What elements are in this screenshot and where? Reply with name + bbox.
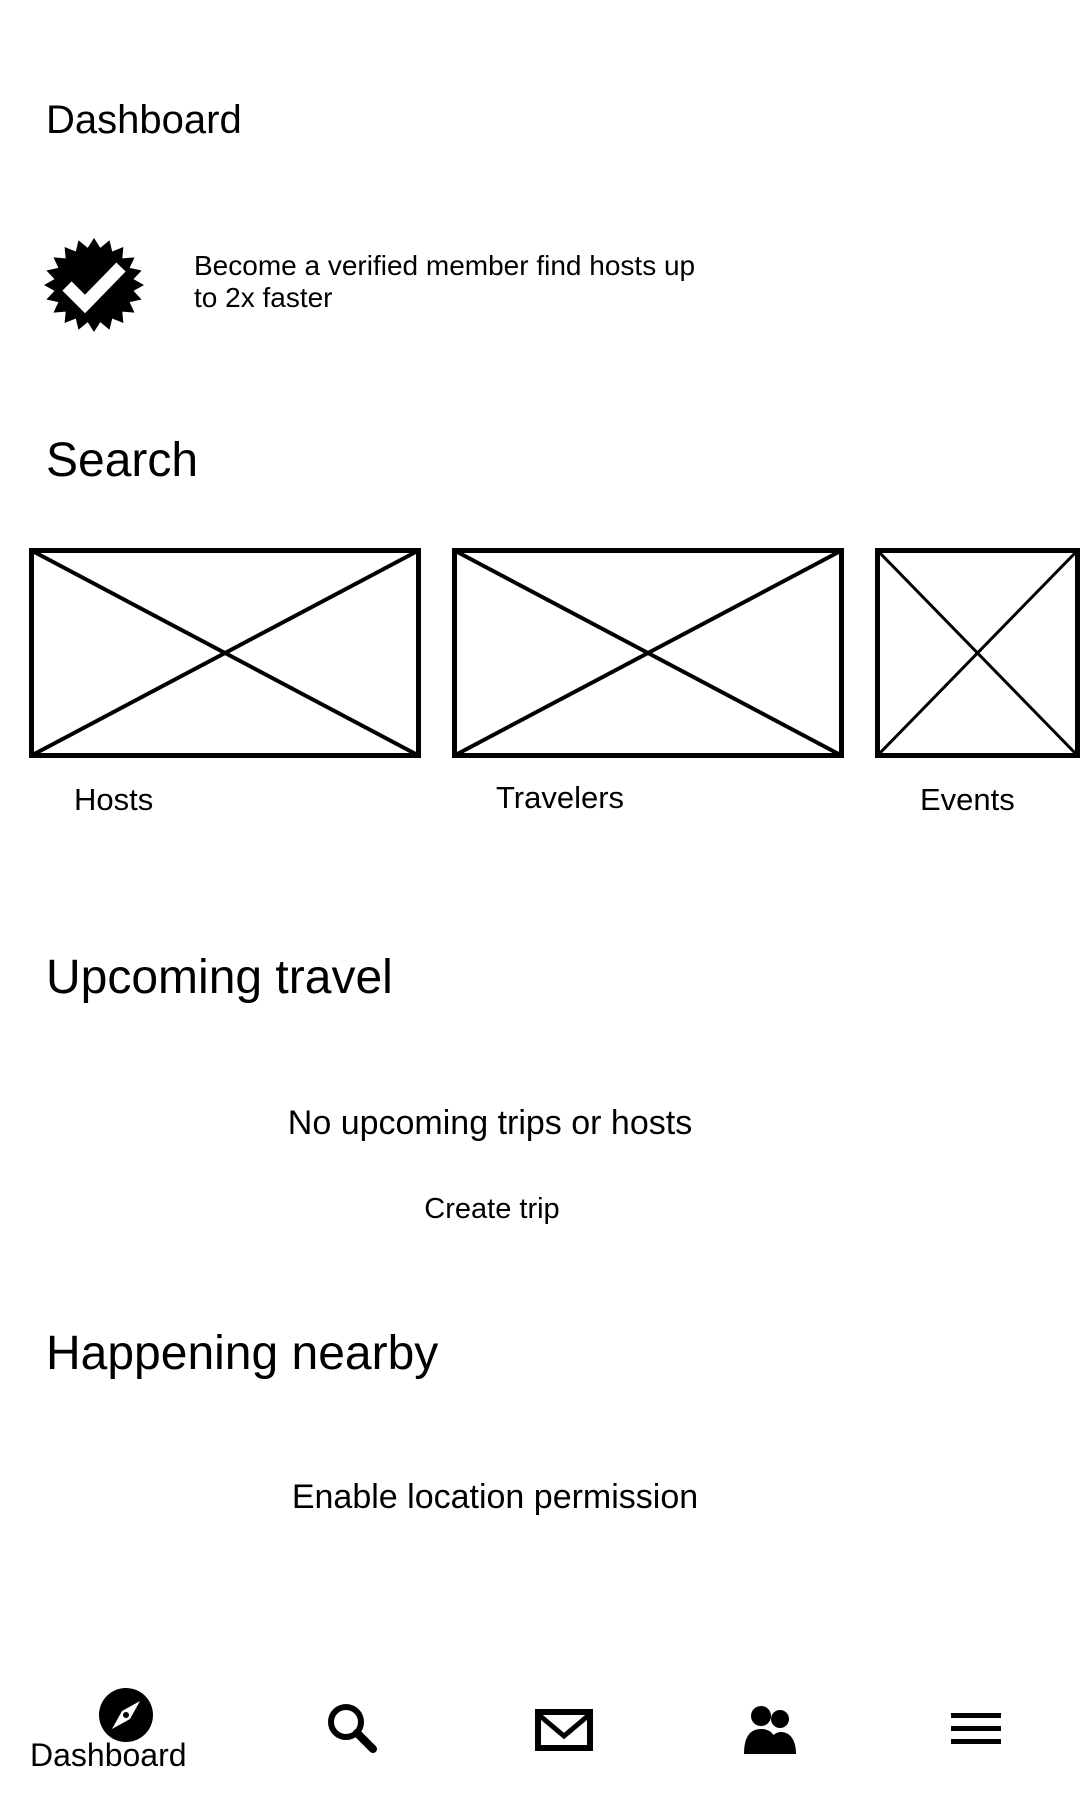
- nav-item-label: Dashboard: [30, 1737, 187, 1773]
- image-placeholder-icon: [452, 548, 844, 758]
- verification-line-1: Become a verified member find hosts up: [194, 250, 696, 281]
- empty-trips-message: No upcoming trips or hosts: [287, 1104, 693, 1142]
- search-card-travelers[interactable]: Travelers: [452, 548, 844, 818]
- image-placeholder-icon: [875, 548, 1080, 758]
- page-title: Dashboard: [46, 98, 242, 142]
- nav-item-search[interactable]: [310, 1680, 400, 1780]
- people-icon: [744, 1706, 796, 1754]
- search-card-label: Events: [920, 782, 1015, 817]
- nav-item-messages[interactable]: [520, 1680, 610, 1780]
- happening-nearby-title: Happening nearby: [46, 1327, 439, 1380]
- search-card-label: Travelers: [496, 780, 625, 815]
- compass-icon: [99, 1688, 153, 1742]
- verified-badge-icon: [42, 236, 146, 334]
- create-trip-row: Create trip: [0, 1195, 984, 1224]
- enable-location-button[interactable]: Enable location permission: [291, 1478, 699, 1516]
- search-card-hosts[interactable]: Hosts: [29, 548, 421, 818]
- verification-line-2: to 2x faster: [194, 282, 333, 313]
- nav-item-dashboard[interactable]: Dashboard: [0, 1660, 220, 1800]
- upcoming-travel-title: Upcoming travel: [46, 951, 393, 1004]
- image-placeholder-icon: [29, 548, 421, 758]
- search-icon: [328, 1704, 377, 1753]
- create-trip-button[interactable]: Create trip: [424, 1193, 560, 1225]
- search-card-label: Hosts: [74, 782, 154, 817]
- verification-prompt[interactable]: Become a verified member find hosts up t…: [194, 250, 794, 314]
- envelope-icon: [535, 1709, 593, 1751]
- nav-item-menu[interactable]: [930, 1680, 1020, 1780]
- search-card-events[interactable]: Events: [875, 548, 1080, 818]
- location-permission-row: Enable location permission: [0, 1480, 990, 1514]
- nav-item-community[interactable]: [725, 1680, 815, 1780]
- search-section-title: Search: [46, 434, 199, 487]
- menu-icon: [951, 1713, 1001, 1744]
- bottom-nav: Dashboard: [0, 1660, 1080, 1800]
